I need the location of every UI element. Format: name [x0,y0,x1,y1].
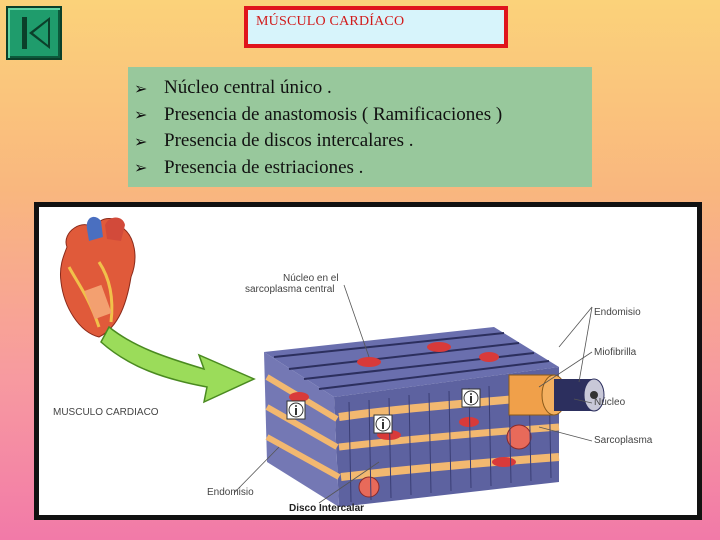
heart-illustration [60,217,134,337]
title-box: MÚSCULO CARDÍACO [244,6,508,48]
figure-canvas: MUSCULO CARDIACO Núcleo en el sarcoplasm… [39,207,697,515]
bullet-text: Presencia de anastomosis ( Ramificacione… [164,104,502,126]
slide-title: MÚSCULO CARDÍACO [256,14,404,30]
info-icon [374,415,392,433]
bullet-item: ➢ Presencia de anastomosis ( Ramificacio… [134,102,586,129]
label-nucleo-central-2: sarcoplasma central [245,284,334,295]
label-disco-intercalar: Disco Intercalar [289,503,364,514]
label-sarcoplasma: Sarcoplasma [594,435,652,446]
cardiac-muscle-illustration [39,207,697,515]
first-slide-icon [8,8,60,58]
label-endomisio-bottom: Endomisio [207,487,254,498]
heart-caption: MUSCULO CARDIACO [53,407,159,418]
bullet-list: ➢ Núcleo central único . ➢ Presencia de … [128,67,592,187]
label-nucleo-central-1: Núcleo en el [283,273,339,284]
bullet-arrow-icon: ➢ [134,158,164,177]
bullet-item: ➢ Presencia de estriaciones . [134,155,586,182]
cardiac-muscle-figure: MUSCULO CARDIACO Núcleo en el sarcoplasm… [34,202,702,520]
muscle-block [264,327,559,507]
bullet-item: ➢ Núcleo central único . [134,75,586,102]
fiber-cylinder [509,375,604,415]
label-endomisio-right: Endomisio [594,307,641,318]
bullet-arrow-icon: ➢ [134,132,164,151]
bullet-arrow-icon: ➢ [134,105,164,124]
bullet-item: ➢ Presencia de discos intercalares . [134,128,586,155]
bullet-text: Presencia de estriaciones . [164,157,363,179]
bullet-arrow-icon: ➢ [134,79,164,98]
info-icon [462,389,480,407]
info-icon [287,401,305,419]
label-nucleo: Núcleo [594,397,625,408]
bullet-text: Presencia de discos intercalares . [164,130,414,152]
magnify-arrow [101,327,254,402]
bullet-text: Núcleo central único . [164,77,332,99]
label-miofibrilla: Miofibrilla [594,347,636,358]
first-slide-button[interactable] [6,6,62,60]
